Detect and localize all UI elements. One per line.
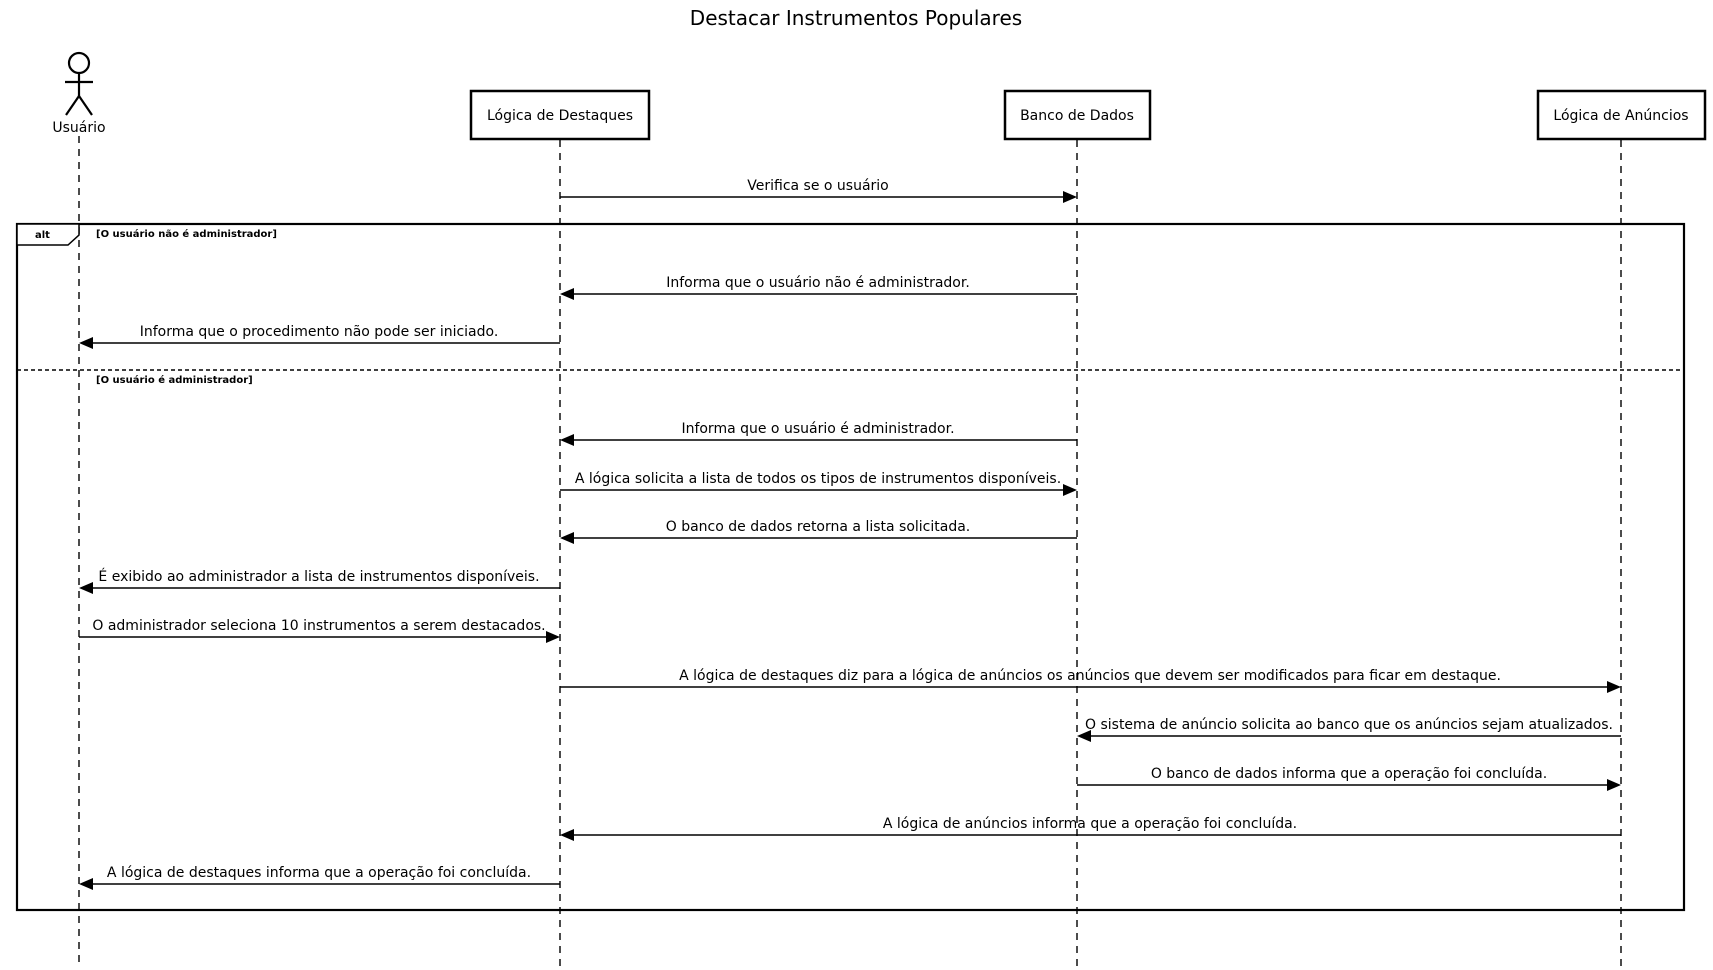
arrowhead-icon <box>1063 484 1077 496</box>
message-11: O banco de dados informa que a operação … <box>1077 766 1621 791</box>
message-label: O banco de dados retorna a lista solicit… <box>666 519 971 535</box>
message-2: Informa que o usuário não é administrado… <box>560 275 1077 300</box>
participant-usuario: Usuário <box>52 51 106 136</box>
message-label: O sistema de anúncio solicita ao banco q… <box>1085 717 1613 733</box>
alt-guard-2: [O usuário é administrador] <box>96 374 253 386</box>
alt-frame-tab <box>16 223 80 246</box>
arrowhead-icon <box>1607 681 1621 693</box>
arrowhead-icon <box>546 631 560 643</box>
message-6: O banco de dados retorna a lista solicit… <box>560 519 1077 544</box>
message-label: A lógica de destaques diz para a lógica … <box>679 668 1501 684</box>
arrowhead-icon <box>560 532 574 544</box>
participant-label: Lógica de Anúncios <box>1553 108 1688 124</box>
arrowhead-icon <box>1077 730 1091 742</box>
participant-destaques: Lógica de Destaques <box>469 89 651 141</box>
message-label: A lógica de anúncios informa que a opera… <box>883 816 1297 832</box>
alt-keyword: alt <box>35 230 50 241</box>
participant-label: Lógica de Destaques <box>487 108 633 124</box>
alt-frame-border <box>15 222 1686 912</box>
message-label: O banco de dados informa que a operação … <box>1151 766 1547 782</box>
lifelines <box>78 136 1622 968</box>
message-label: A lógica de destaques informa que a oper… <box>107 865 531 881</box>
message-1: Verifica se o usuário <box>560 178 1077 203</box>
alt-guard-1: [O usuário não é administrador] <box>96 228 277 240</box>
message-label: Informa que o procedimento não pode ser … <box>140 324 499 340</box>
arrowhead-icon <box>560 829 574 841</box>
message-label: O administrador seleciona 10 instrumento… <box>92 618 545 634</box>
arrowhead-icon <box>79 878 93 890</box>
message-7: É exibido ao administrador a lista de in… <box>79 568 560 594</box>
message-label: Informa que o usuário é administrador. <box>681 421 954 437</box>
message-13: A lógica de destaques informa que a oper… <box>79 865 560 890</box>
participant-label: Usuário <box>52 120 105 136</box>
message-9: A lógica de destaques diz para a lógica … <box>560 668 1621 693</box>
alt-fragment: alt [O usuário não é administrador] [O u… <box>15 222 1686 912</box>
message-label: Verifica se o usuário <box>747 178 889 194</box>
diagram-title: Destacar Instrumentos Populares <box>690 6 1022 30</box>
message-5: A lógica solicita a lista de todos os ti… <box>560 471 1077 496</box>
arrowhead-icon <box>560 288 574 300</box>
message-label: Informa que o usuário não é administrado… <box>666 275 970 291</box>
arrowhead-icon <box>79 337 93 349</box>
participant-label: Banco de Dados <box>1020 108 1134 124</box>
participant-banco: Banco de Dados <box>1003 89 1152 141</box>
participant-anuncios: Lógica de Anúncios <box>1536 89 1707 141</box>
message-label: É exibido ao administrador a lista de in… <box>98 568 539 585</box>
messages: Verifica se o usuário Informa que o usuá… <box>79 178 1621 890</box>
message-4: Informa que o usuário é administrador. <box>560 421 1077 446</box>
actor-stick-figure-icon <box>65 51 93 116</box>
message-8: O administrador seleciona 10 instrumento… <box>79 618 560 643</box>
message-3: Informa que o procedimento não pode ser … <box>79 324 560 349</box>
arrowhead-icon <box>79 582 93 594</box>
message-10: O sistema de anúncio solicita ao banco q… <box>1077 717 1621 742</box>
message-label: A lógica solicita a lista de todos os ti… <box>575 471 1061 487</box>
arrowhead-icon <box>1063 191 1077 203</box>
message-12: A lógica de anúncios informa que a opera… <box>560 816 1621 841</box>
arrowhead-icon <box>560 434 574 446</box>
arrowhead-icon <box>1607 779 1621 791</box>
